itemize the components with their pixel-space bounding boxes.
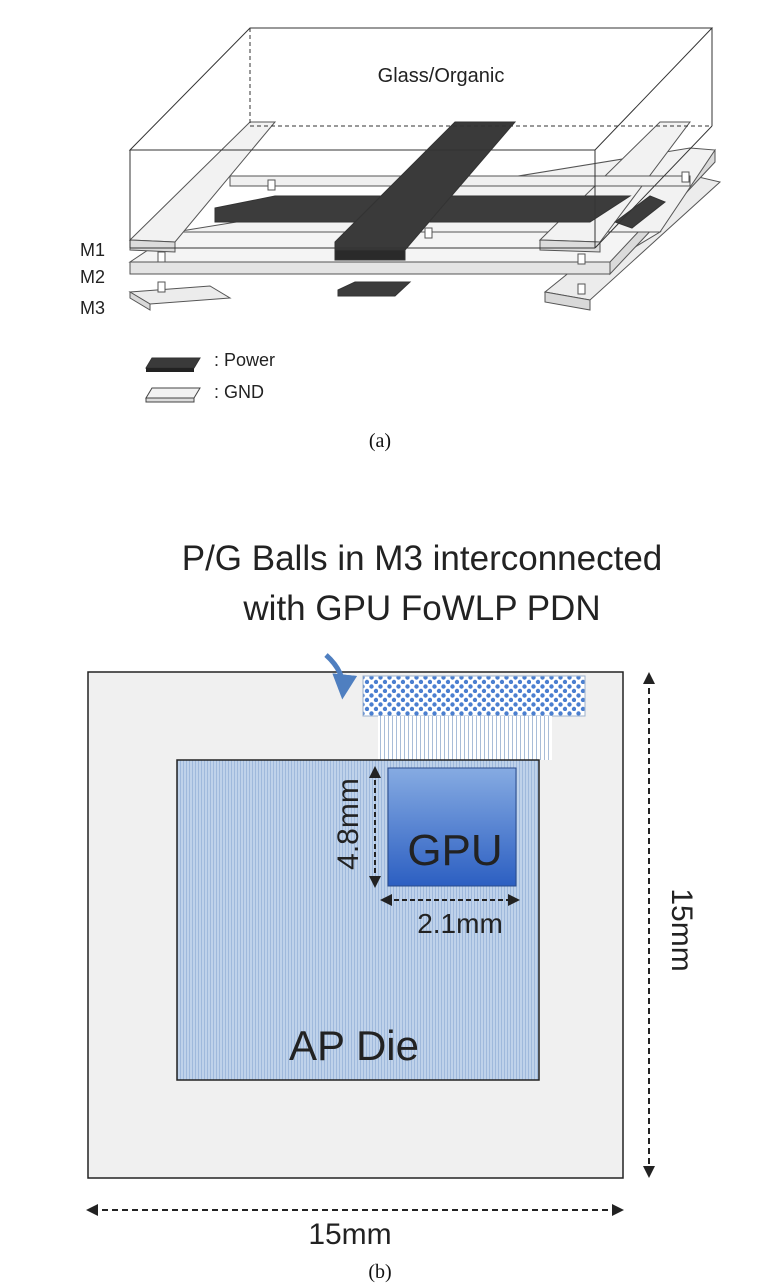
gpu-height-label: 4.8mm (332, 778, 365, 870)
panel-a-stackup: Glass/Organic M1 M2 M3 : Power : GND (a) (80, 27, 722, 452)
panel-b-floorplan: P/G Balls in M3 interconnected with GPU … (86, 539, 698, 1283)
package-height-label: 15mm (665, 888, 698, 971)
caption-b: (b) (368, 1261, 391, 1283)
gpu-width-label: 2.1mm (417, 908, 503, 939)
ap-die-label: AP Die (289, 1022, 419, 1069)
pg-ball-array (362, 675, 586, 717)
power-swatch-icon (145, 357, 201, 369)
gpu-block (387, 767, 517, 887)
callout-text-line1: P/G Balls in M3 interconnected (182, 539, 663, 578)
caption-a: (a) (369, 430, 391, 452)
package-width-label: 15mm (308, 1218, 391, 1251)
interconnect-wires (378, 716, 552, 760)
legend-label-gnd: : GND (214, 382, 264, 402)
legend-item-gnd: : GND (145, 382, 264, 403)
legend-item-power: : Power (145, 350, 275, 372)
legend-label-power: : Power (214, 350, 275, 370)
gnd-swatch-icon (145, 387, 201, 399)
layer-label-m2: M2 (80, 267, 105, 287)
callout-arrow-icon (324, 653, 358, 700)
glass-organic-box (128, 27, 714, 249)
layer-label-m3: M3 (80, 298, 105, 318)
glass-organic-label: Glass/Organic (378, 65, 505, 87)
legend: : Power : GND (145, 350, 275, 403)
power-bars (214, 121, 666, 297)
vias (157, 171, 690, 295)
callout-text-line2: with GPU FoWLP PDN (242, 589, 600, 628)
gpu-label: GPU (407, 826, 502, 875)
layer-label-m1: M1 (80, 240, 105, 260)
